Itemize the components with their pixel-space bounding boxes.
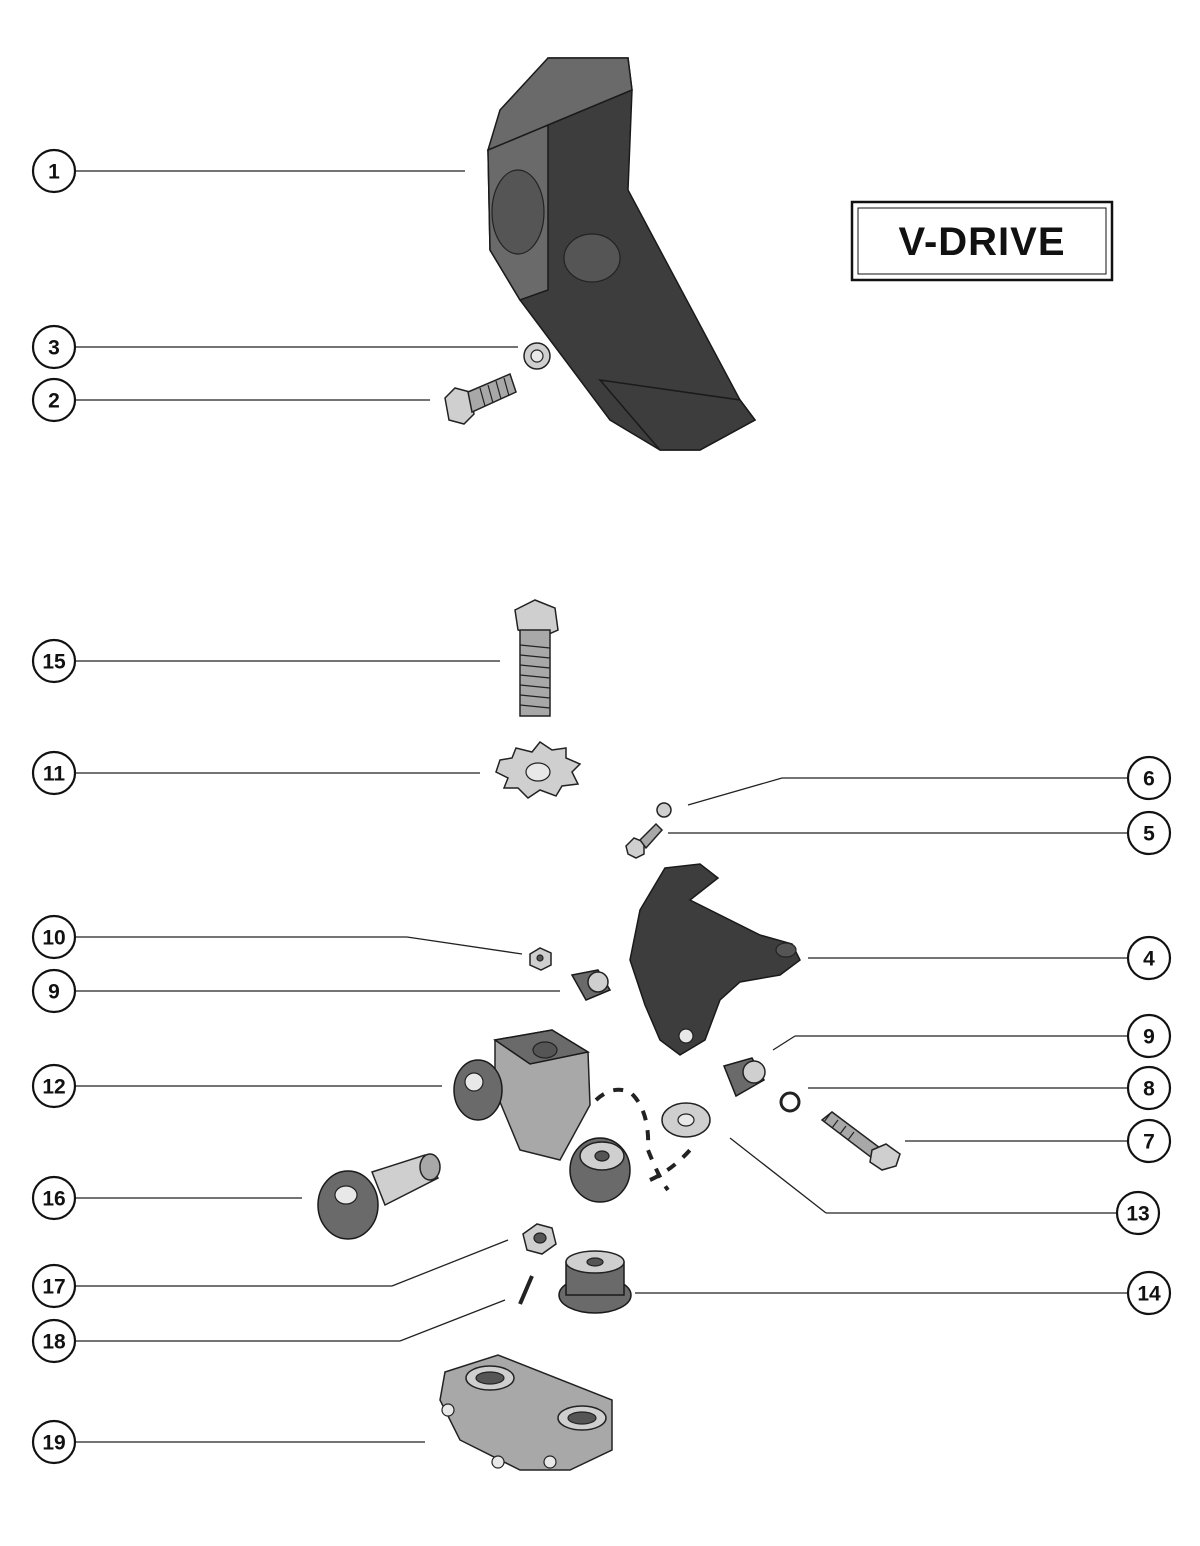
part-19-base: [439, 1354, 613, 1471]
spring-dashed: [594, 1087, 692, 1192]
callout-14: 14: [1126, 1270, 1172, 1316]
part-8-ring: [779, 1091, 801, 1113]
callout-7: 7: [1126, 1118, 1172, 1164]
part-3-washer: [523, 342, 551, 370]
part-12-mount: [453, 1029, 631, 1203]
part-6-washer: [656, 802, 672, 818]
callout-18: 18: [31, 1318, 77, 1364]
part-11-star-washer: [495, 740, 582, 799]
callout-17: 17: [31, 1263, 77, 1309]
svg-text:18: 18: [42, 1331, 66, 1354]
part-13-washer: [661, 1102, 711, 1138]
svg-text:16: 16: [42, 1188, 65, 1211]
callout-15: 15: [31, 638, 77, 684]
part-4-bracket: [629, 863, 801, 1056]
svg-text:15: 15: [42, 651, 66, 674]
callout-2: 2: [31, 377, 77, 423]
callout-4: 4: [1126, 935, 1172, 981]
callout-3: 3: [31, 324, 77, 370]
part-15-bolt: [514, 599, 559, 717]
svg-text:13: 13: [1126, 1203, 1149, 1226]
callout-12: 12: [31, 1063, 77, 1109]
svg-text:4: 4: [1143, 948, 1155, 971]
callout-8: 8: [1126, 1065, 1172, 1111]
callout-11: 11: [31, 750, 77, 796]
part-7-bolt: [820, 1111, 901, 1171]
callout-5: 5: [1126, 810, 1172, 856]
svg-text:9: 9: [1143, 1026, 1155, 1049]
callout-9-right: 9: [1126, 1013, 1172, 1059]
leader-lines: [76, 170, 1127, 1443]
svg-text:17: 17: [42, 1276, 65, 1299]
part-5-bolt: [625, 822, 664, 859]
callout-16: 16: [31, 1175, 77, 1221]
part-16-clevis: [317, 1153, 441, 1240]
part-2-bolt: [444, 372, 517, 425]
svg-text:9: 9: [48, 981, 60, 1004]
part-1-bracket: [486, 57, 757, 451]
svg-text:11: 11: [43, 763, 66, 786]
svg-text:10: 10: [42, 927, 65, 950]
part-14-rubber-mount: [558, 1250, 632, 1314]
part-9-spacer-left: [570, 969, 612, 1001]
part-10-nut: [529, 947, 552, 971]
part-18-pin: [518, 1275, 534, 1305]
svg-text:2: 2: [48, 390, 60, 413]
callout-1: 1: [31, 148, 77, 194]
callout-10: 10: [31, 914, 77, 960]
svg-text:8: 8: [1143, 1078, 1155, 1101]
svg-text:19: 19: [42, 1432, 65, 1455]
svg-text:7: 7: [1143, 1131, 1155, 1154]
svg-text:14: 14: [1137, 1283, 1161, 1306]
svg-text:5: 5: [1143, 823, 1155, 846]
svg-text:12: 12: [42, 1076, 65, 1099]
part-9-spacer-right: [722, 1057, 766, 1098]
svg-text:6: 6: [1143, 768, 1155, 791]
callout-13: 13: [1115, 1190, 1161, 1236]
title-box: V-DRIVE: [850, 200, 1114, 282]
diagram-title: V-DRIVE: [898, 220, 1065, 264]
svg-text:3: 3: [48, 337, 60, 360]
callout-9-left: 9: [31, 968, 77, 1014]
svg-text:1: 1: [48, 161, 60, 184]
callout-19: 19: [31, 1419, 77, 1465]
part-17-nut: [522, 1223, 557, 1255]
callout-6: 6: [1126, 755, 1172, 801]
